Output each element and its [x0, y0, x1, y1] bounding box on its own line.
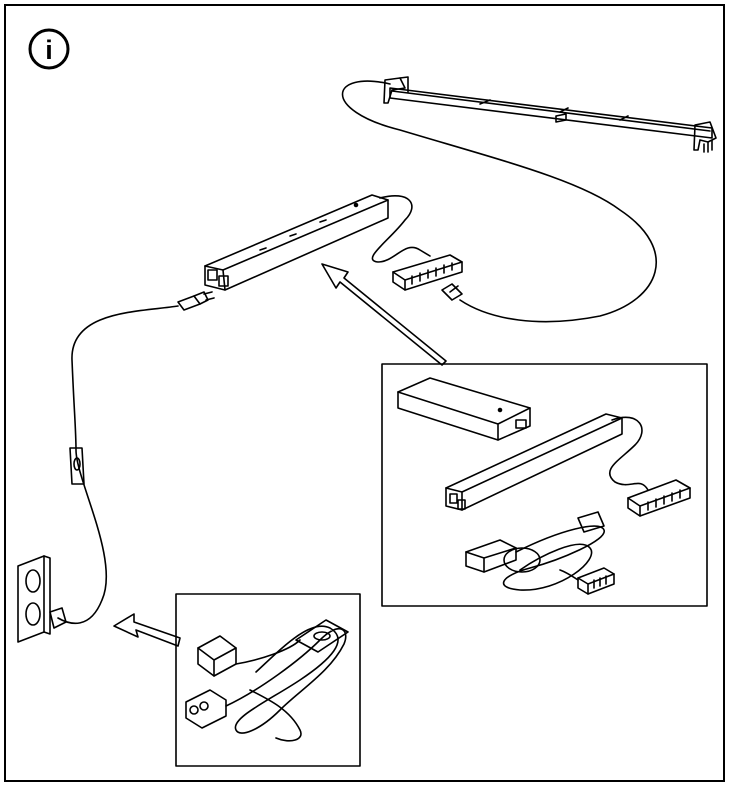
instruction-frame — [4, 4, 725, 782]
svg-text:i: i — [45, 35, 53, 65]
light-rail — [383, 76, 717, 153]
arrow-to-outlet — [113, 613, 181, 647]
info-icon: i — [28, 28, 70, 70]
connector-hub — [392, 254, 463, 291]
rail-connector — [441, 283, 463, 301]
power-plug — [177, 291, 215, 311]
inline-switch — [69, 447, 85, 485]
arrow-to-driver — [321, 263, 447, 366]
inset-kit-contents — [381, 363, 708, 607]
wall-outlet — [17, 555, 67, 643]
driver-cable — [371, 195, 431, 263]
driver-box — [204, 194, 389, 291]
inset-power-cord — [175, 593, 361, 767]
rail-cable — [341, 80, 658, 323]
power-cord — [57, 305, 179, 625]
